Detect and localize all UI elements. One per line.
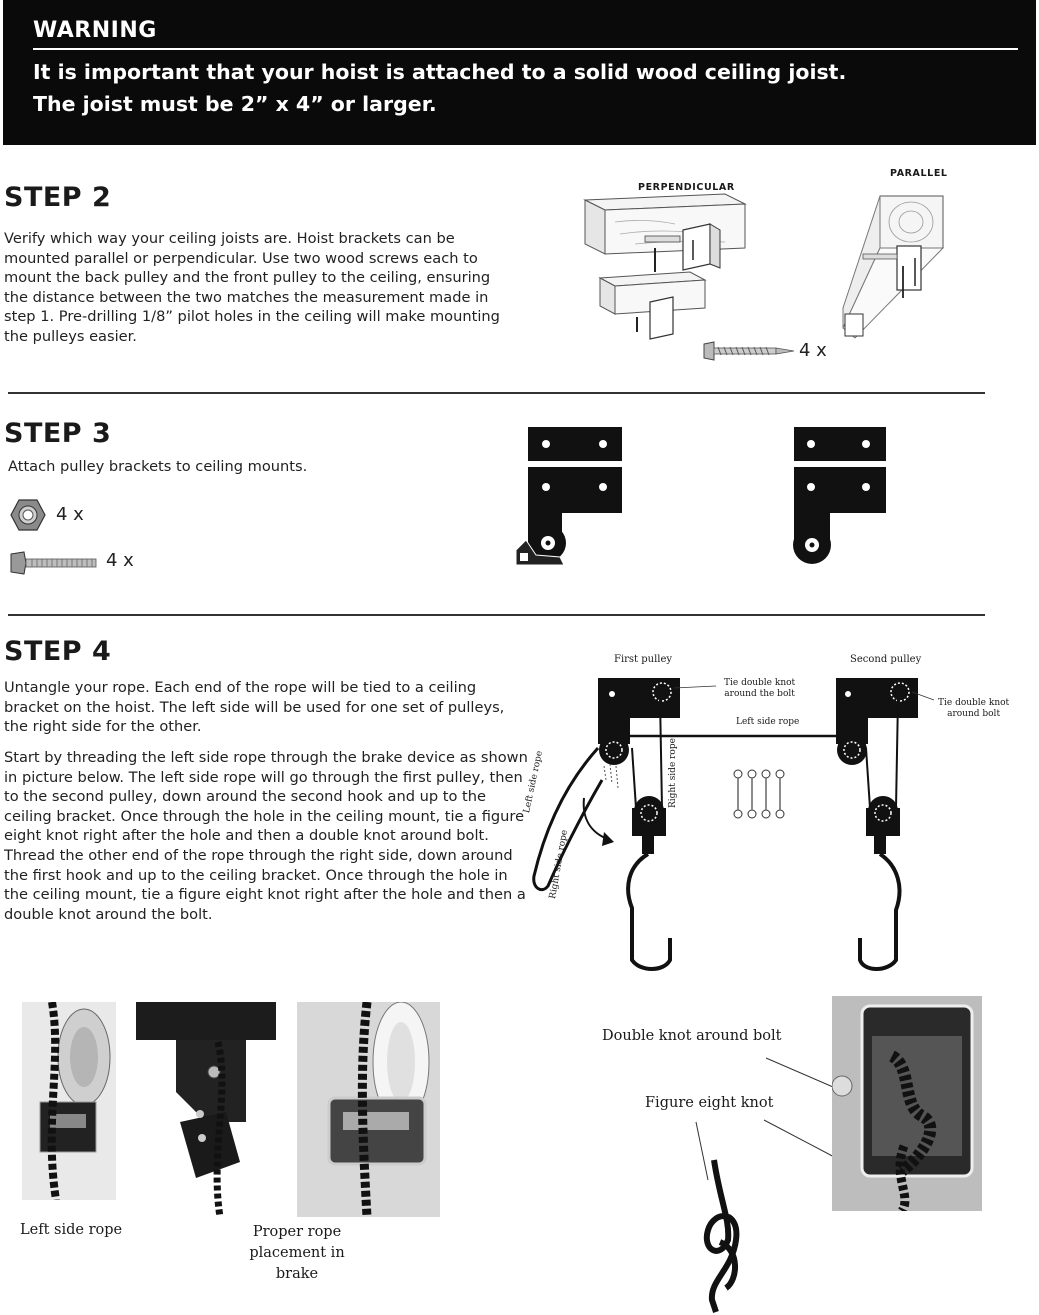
warning-line-1: It is important that your hoist is attac… — [33, 60, 847, 84]
step2-line: mount the back pulley and the front pull… — [4, 269, 491, 287]
perpendicular-joist-illustration — [583, 193, 747, 340]
tie-knot-note-line: around bolt — [947, 709, 1001, 719]
bolt-icon — [10, 551, 97, 575]
step4-para-1: Untangle your rope. Each end of the rope… — [4, 678, 504, 737]
tie-knot-note-1: Tie double knot around the bolt — [724, 678, 795, 700]
step4-line: Thread the other end of the rope through… — [4, 846, 513, 864]
step2-text: Verify which way your ceiling joists are… — [4, 229, 500, 347]
brake-caption-line: Proper rope — [252, 1224, 342, 1240]
step2-line: Verify which way your ceiling joists are… — [4, 230, 455, 247]
tie-knot-note-2: Tie double knot around bolt — [938, 698, 1009, 720]
pulley-system-diagram: First pulley Second pulley Tie double kn… — [520, 648, 1035, 978]
step4-line: to the second pulley, down around the se… — [4, 788, 487, 806]
step2-line: the pulleys easier. — [4, 327, 137, 345]
step2-line: step 1. Pre-drilling 1/8” pilot holes in… — [4, 308, 500, 326]
left-side-rope-caption: Left side rope — [20, 1222, 123, 1238]
section-divider — [8, 614, 985, 616]
parallel-joist-illustration — [842, 195, 945, 339]
step3-title: STEP 3 — [4, 418, 112, 449]
brake-photo-graphic — [136, 1002, 276, 1217]
step4-line: the right side for the other. — [4, 718, 202, 736]
step4-para-2: Start by threading the left side rope th… — [4, 748, 528, 924]
tie-knot-note-line: Tie double knot — [724, 678, 796, 688]
parallel-label: PARALLEL — [890, 168, 948, 179]
brake-photo — [136, 1002, 276, 1217]
second-pulley-label: Second pulley — [850, 654, 922, 665]
step4-line: double knot around the bolt. — [4, 905, 213, 923]
double-knot-label: Double knot around bolt — [602, 1028, 782, 1044]
step4-line: Untangle your rope. Each end of the rope… — [4, 679, 477, 696]
figure-eight-label: Figure eight knot — [645, 1095, 774, 1111]
step4-line: eight knot right after the hole and then… — [4, 827, 489, 845]
bolt-quantity: 4 x — [106, 550, 134, 571]
brake-closeup-photo-graphic — [297, 1002, 440, 1217]
step4-line: ceiling bracket. Once through the hole i… — [4, 807, 525, 825]
section-divider — [8, 392, 985, 394]
warning-divider — [33, 48, 1018, 50]
wood-screw-icon — [703, 341, 795, 361]
figure-eight-knot-illustration — [695, 1057, 841, 1313]
left-side-rope-photo — [22, 1002, 116, 1200]
bracket-with-brake-illustration — [515, 427, 622, 566]
warning-title: WARNING — [33, 18, 157, 43]
step4-line: the first hook and up to the ceiling bra… — [4, 866, 508, 884]
double-knot-photo — [832, 996, 982, 1211]
tie-knot-note-line: around the bolt — [724, 689, 795, 699]
step4-line: Start by threading the left side rope th… — [4, 749, 528, 766]
hex-nut-icon — [10, 499, 46, 531]
step2-line: mounted parallel or perpendicular. Use t… — [4, 249, 478, 267]
bracket-illustration — [793, 427, 886, 564]
screw-quantity: 4 x — [799, 340, 827, 361]
rope-pulley-photo-graphic — [22, 1002, 116, 1200]
step4-line: in picture below. The left side rope wil… — [4, 768, 523, 786]
step2-line: the distance between the two matches the… — [4, 288, 489, 306]
step4-title: STEP 4 — [4, 636, 112, 667]
nut-quantity: 4 x — [56, 504, 84, 525]
warning-banner: WARNING It is important that your hoist … — [3, 0, 1036, 145]
double-knot-photo-graphic — [832, 996, 982, 1211]
perpendicular-label: PERPENDICULAR — [638, 182, 735, 193]
brake-caption: Proper rope placement in brake — [232, 1222, 362, 1285]
pulley-diagram-graphic — [532, 678, 935, 971]
brake-closeup-photo — [297, 1002, 440, 1217]
brake-caption-line: placement in brake — [249, 1245, 345, 1282]
first-pulley-label: First pulley — [614, 654, 673, 665]
left-side-rope-label: Left side rope — [736, 717, 800, 727]
tie-knot-note-line: Tie double knot — [938, 698, 1010, 708]
step2-title: STEP 2 — [4, 182, 112, 213]
warning-line-2: The joist must be 2” x 4” or larger. — [33, 92, 437, 116]
step4-line: bracket on the hoist. The left side will… — [4, 698, 505, 716]
step3-text: Attach pulley brackets to ceiling mounts… — [8, 458, 308, 475]
right-side-rope-vertical-label: Right side rope — [668, 738, 678, 808]
step4-line: the ceiling mount, tie a figure eight kn… — [4, 886, 526, 904]
